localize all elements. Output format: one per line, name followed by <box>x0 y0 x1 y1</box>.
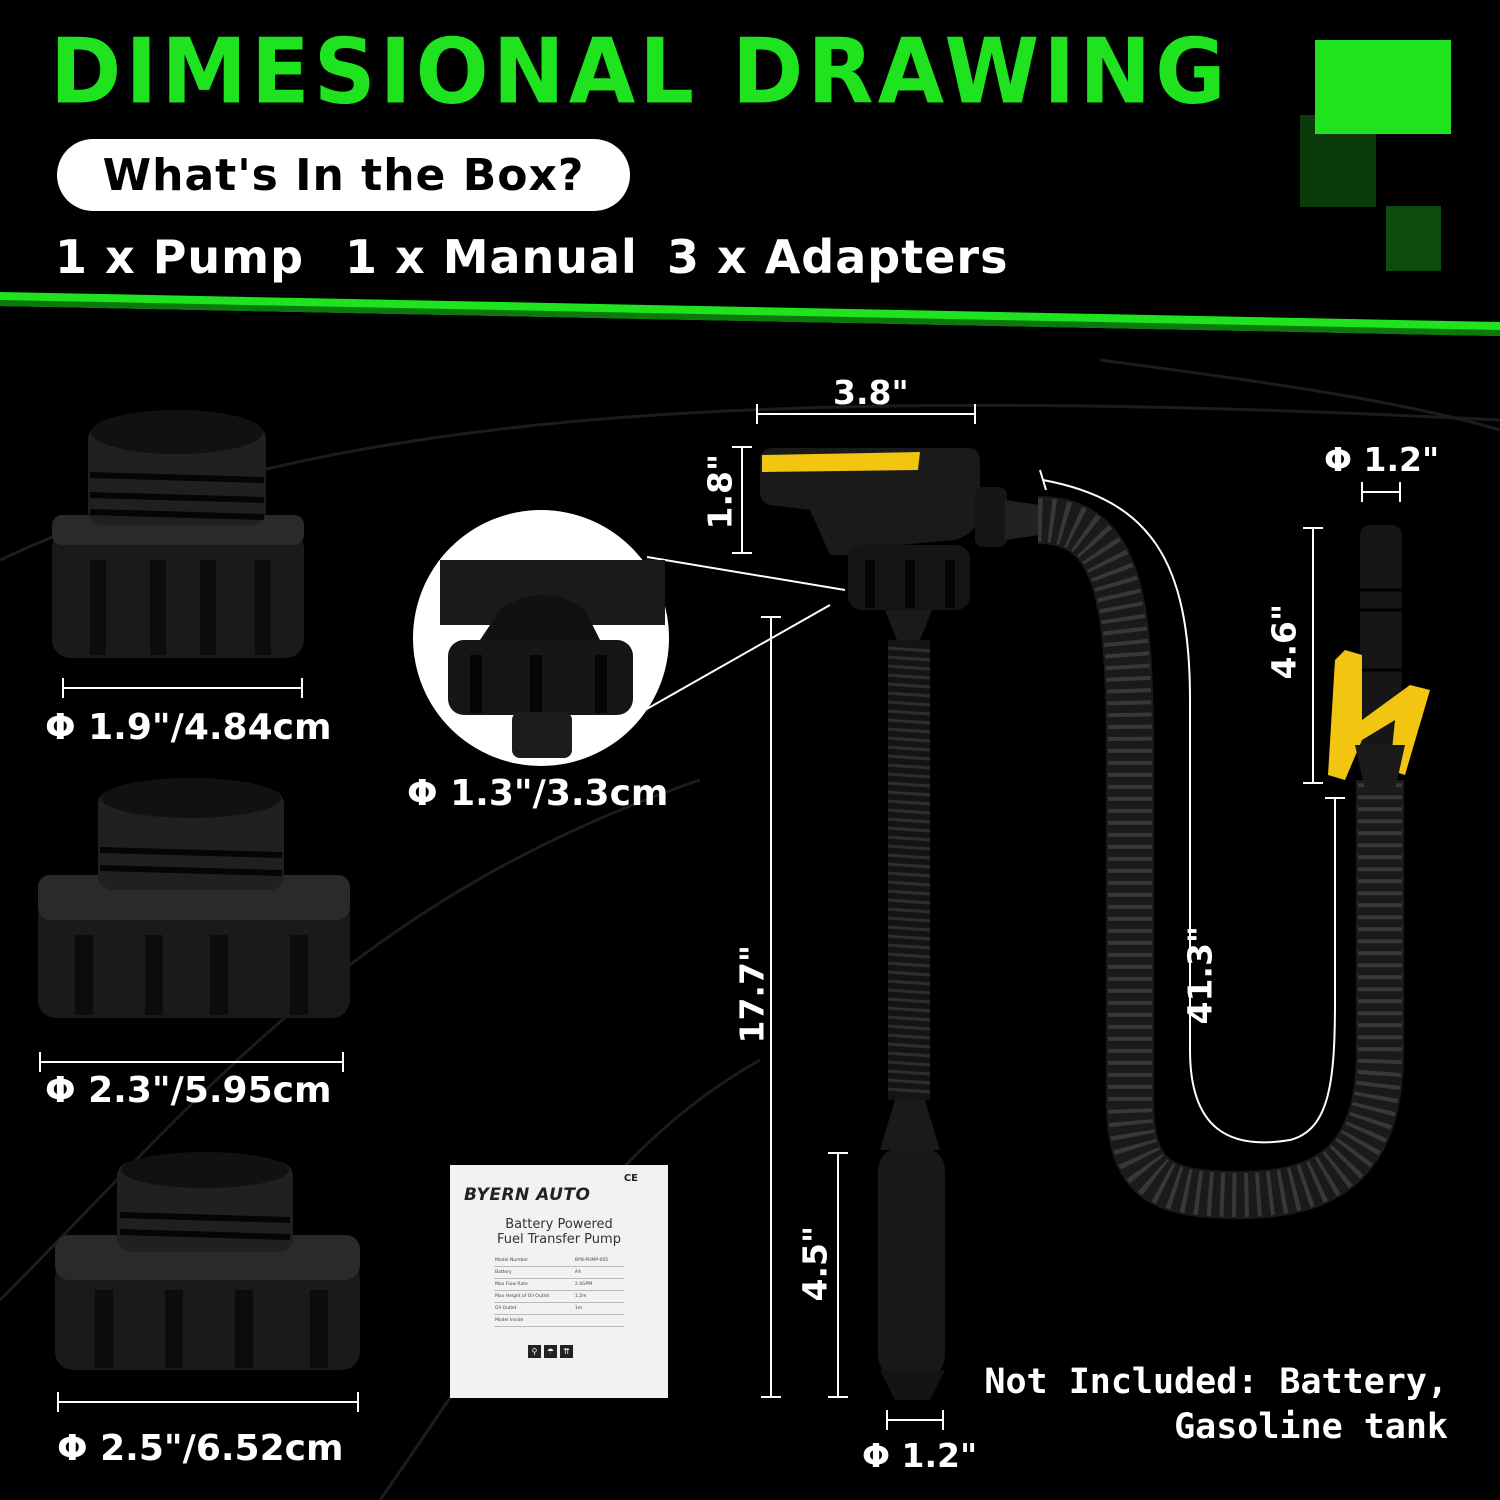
bottom-diameter-label: Φ 1.2" <box>862 1436 978 1475</box>
whats-in-box-pill: What's In the Box? <box>57 139 630 211</box>
adapter-large <box>55 1152 360 1370</box>
head-width-label: 3.8" <box>833 373 909 412</box>
this-way-up-icon: ⇈ <box>560 1345 573 1358</box>
tube-length-label: 17.7" <box>732 944 772 1044</box>
manual-booklet: BYERN AUTO CE Battery Powered Fuel Trans… <box>450 1165 668 1398</box>
not-included-note: Not Included: Battery, Gasoline tank <box>984 1362 1448 1447</box>
pump-head <box>760 448 1040 640</box>
umbrella-icon: ☂ <box>544 1345 557 1358</box>
decor-square-bright <box>1315 40 1451 134</box>
pump-nozzle <box>1328 525 1430 790</box>
adapter-medium-label: Φ 2.3"/5.95cm <box>45 1070 332 1111</box>
adapter-large-label: Φ 2.5"/6.52cm <box>57 1428 344 1469</box>
zoom-diameter-label: Φ 1.3"/3.3cm <box>407 773 669 814</box>
adapter-small <box>52 410 304 658</box>
manual-brand: BYERN AUTO <box>464 1185 591 1205</box>
zoom-callout <box>413 510 846 766</box>
adapter-medium <box>38 778 350 1018</box>
page-title: DIMESIONAL DRAWING <box>50 19 1230 125</box>
dimension-lines <box>732 404 1401 1430</box>
pump-hose <box>1036 496 1404 1220</box>
hose-length-label: 41.3" <box>1180 925 1220 1025</box>
manual-icons: ⚲ ☂ ⇈ <box>528 1345 573 1358</box>
head-height-label: 1.8" <box>700 453 740 530</box>
manual-title: Battery Powered Fuel Transfer Pump <box>497 1217 621 1247</box>
nozzle-length-label: 4.6" <box>1264 603 1304 680</box>
nozzle-diameter-label: Φ 1.2" <box>1324 440 1440 479</box>
adapter-small-label: Φ 1.9"/4.84cm <box>45 707 332 748</box>
box-item-adapters: 3 x Adapters <box>667 230 1009 284</box>
pump-tube <box>878 640 945 1400</box>
box-item-manual: 1 x Manual <box>345 230 638 284</box>
handle-length-label: 4.5" <box>795 1225 835 1302</box>
fragile-icon: ⚲ <box>528 1345 541 1358</box>
box-item-pump: 1 x Pump <box>55 230 305 284</box>
manual-ce-mark: CE <box>623 1173 638 1184</box>
decor-square-dark-2 <box>1386 206 1441 271</box>
